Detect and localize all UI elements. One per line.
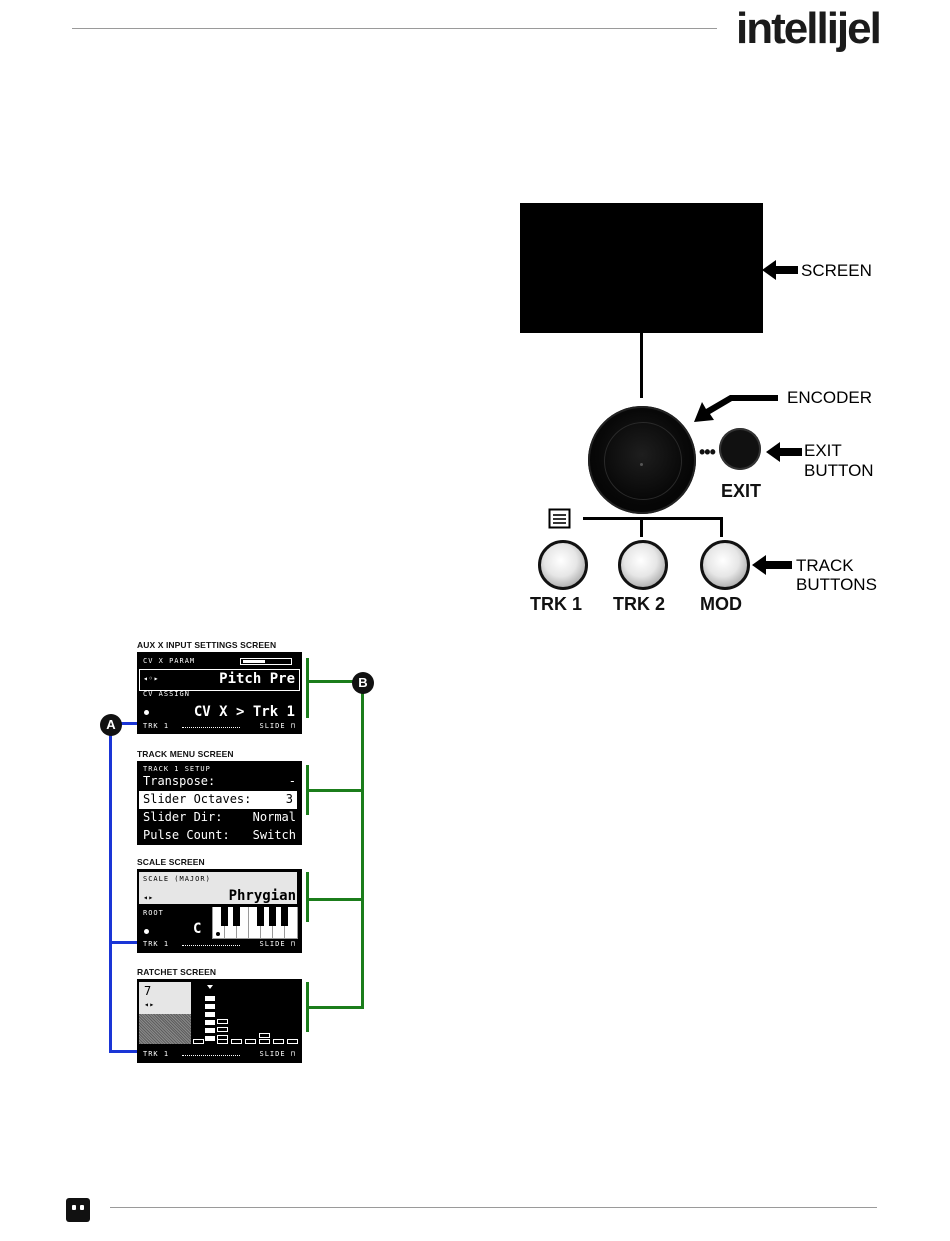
status-dots [182,945,240,946]
hardware-screen [520,203,763,333]
scale-arrows: ◂▸ [143,893,154,902]
bracket-b-3-h [306,898,363,901]
trk1-label: TRK 1 [530,594,583,614]
bracket-a-top [109,722,137,725]
menu-row-slider-dir[interactable]: Slider Dir: Normal [143,810,296,824]
encoder-callout: ENCODER [787,388,873,407]
encoder-arrow-icon [694,395,778,422]
ratchet-pattern [139,1014,191,1044]
menu-icon [548,508,571,529]
intellijel-footer-icon [66,1198,90,1222]
aux-screen-caption: AUX X INPUT SETTINGS SCREEN [137,640,277,650]
scale-header: SCALE (MAJOR) [143,875,211,883]
track-menu-header: TRACK 1 SETUP [143,765,211,773]
bracket-b-4-h [306,1006,363,1009]
menu-row-slider-octaves[interactable]: Slider Octaves: 3 [139,791,297,809]
bracket-a-mid [109,941,137,944]
callout-a-badge: A [100,714,122,736]
bracket-a-bottom [109,1050,137,1053]
ratchet-screen: 7 ◂▸ TRK 1 SLIDE ⊓ [137,979,302,1063]
scale-screen-caption: SCALE SCREEN [137,857,205,867]
ratchet-field [139,982,191,1014]
record-dot-icon [144,929,149,934]
ratchet-value: 7 [144,984,152,998]
screen-callout: SCREEN [801,261,872,280]
exit-button[interactable] [719,428,761,470]
bracket-b-3 [306,872,309,922]
scale-field [139,872,297,904]
record-dot-icon [144,710,149,715]
track-menu-caption: TRACK MENU SCREEN [137,749,234,759]
menu-row-pulse-count[interactable]: Pulse Count: Switch [143,828,296,842]
root-value: C [193,921,202,937]
mod-label: MOD [700,594,742,614]
track-arrow-icon [752,555,792,575]
ellipsis-icon: ••• [699,442,716,462]
track-bracket [583,517,723,520]
ratchet-arrows: ◂▸ [144,1000,155,1009]
assign-value: CV X > Trk 1 [193,704,295,720]
status-slide: SLIDE ⊓ [259,722,296,730]
status-slide: SLIDE ⊓ [259,1050,296,1058]
param-label: CV X PARAM [143,657,196,665]
scale-value: Phrygian [228,888,296,904]
bracket-b-vertical [361,684,364,1009]
param-field [139,669,300,691]
param-arrows: ◂◦▸ [143,674,159,683]
menu-row-transpose[interactable]: Transpose: - [143,774,296,788]
track-bracket-right [720,517,723,537]
bracket-b-2-h [306,789,363,792]
ratchet-screen-caption: RATCHET SCREEN [137,967,217,977]
param-value: Pitch Pre [219,671,295,687]
track-menu-screen: TRACK 1 SETUP Transpose: - Slider Octave… [137,761,302,845]
assign-label: CV ASSIGN [143,690,190,698]
param-level-bar [240,658,292,665]
status-track: TRK 1 [143,722,170,730]
scale-screen: SCALE (MAJOR) ◂▸ Phrygian ROOT C TRK 1 S… [137,869,302,953]
exit-arrow-icon [766,442,802,462]
status-dots [182,727,240,728]
exit-callout-line2: BUTTON [804,461,874,480]
ratchet-bars [193,985,298,1044]
callout-b-badge: B [352,672,374,694]
piano-keys [212,907,298,939]
trk1-button[interactable] [538,540,588,590]
status-track: TRK 1 [143,940,170,948]
intellijel-logo: intellijel [736,4,882,53]
trk2-label: TRK 2 [613,594,666,614]
aux-settings-screen: CV X PARAM ◂◦▸ Pitch Pre CV ASSIGN CV X … [137,652,302,734]
status-slide: SLIDE ⊓ [259,940,296,948]
bracket-a-vertical [109,722,112,1053]
footer-rule [110,1207,877,1208]
screen-connector-line [640,333,643,398]
status-dots [182,1055,240,1056]
screen-arrow-icon [762,260,798,280]
exit-button-label: EXIT [721,481,762,501]
track-callout-line2: BUTTONS [796,575,877,594]
status-track: TRK 1 [143,1050,170,1058]
mod-button[interactable] [700,540,750,590]
bracket-b-1-h [306,680,363,683]
track-bracket-mid [640,517,643,537]
exit-callout-line1: EXIT [804,441,842,460]
header-rule [72,28,717,29]
root-label: ROOT [143,909,164,917]
track-callout-line1: TRACK [796,556,854,575]
bracket-b-1 [306,658,309,718]
trk2-button[interactable] [618,540,668,590]
encoder-knob[interactable] [588,406,696,514]
